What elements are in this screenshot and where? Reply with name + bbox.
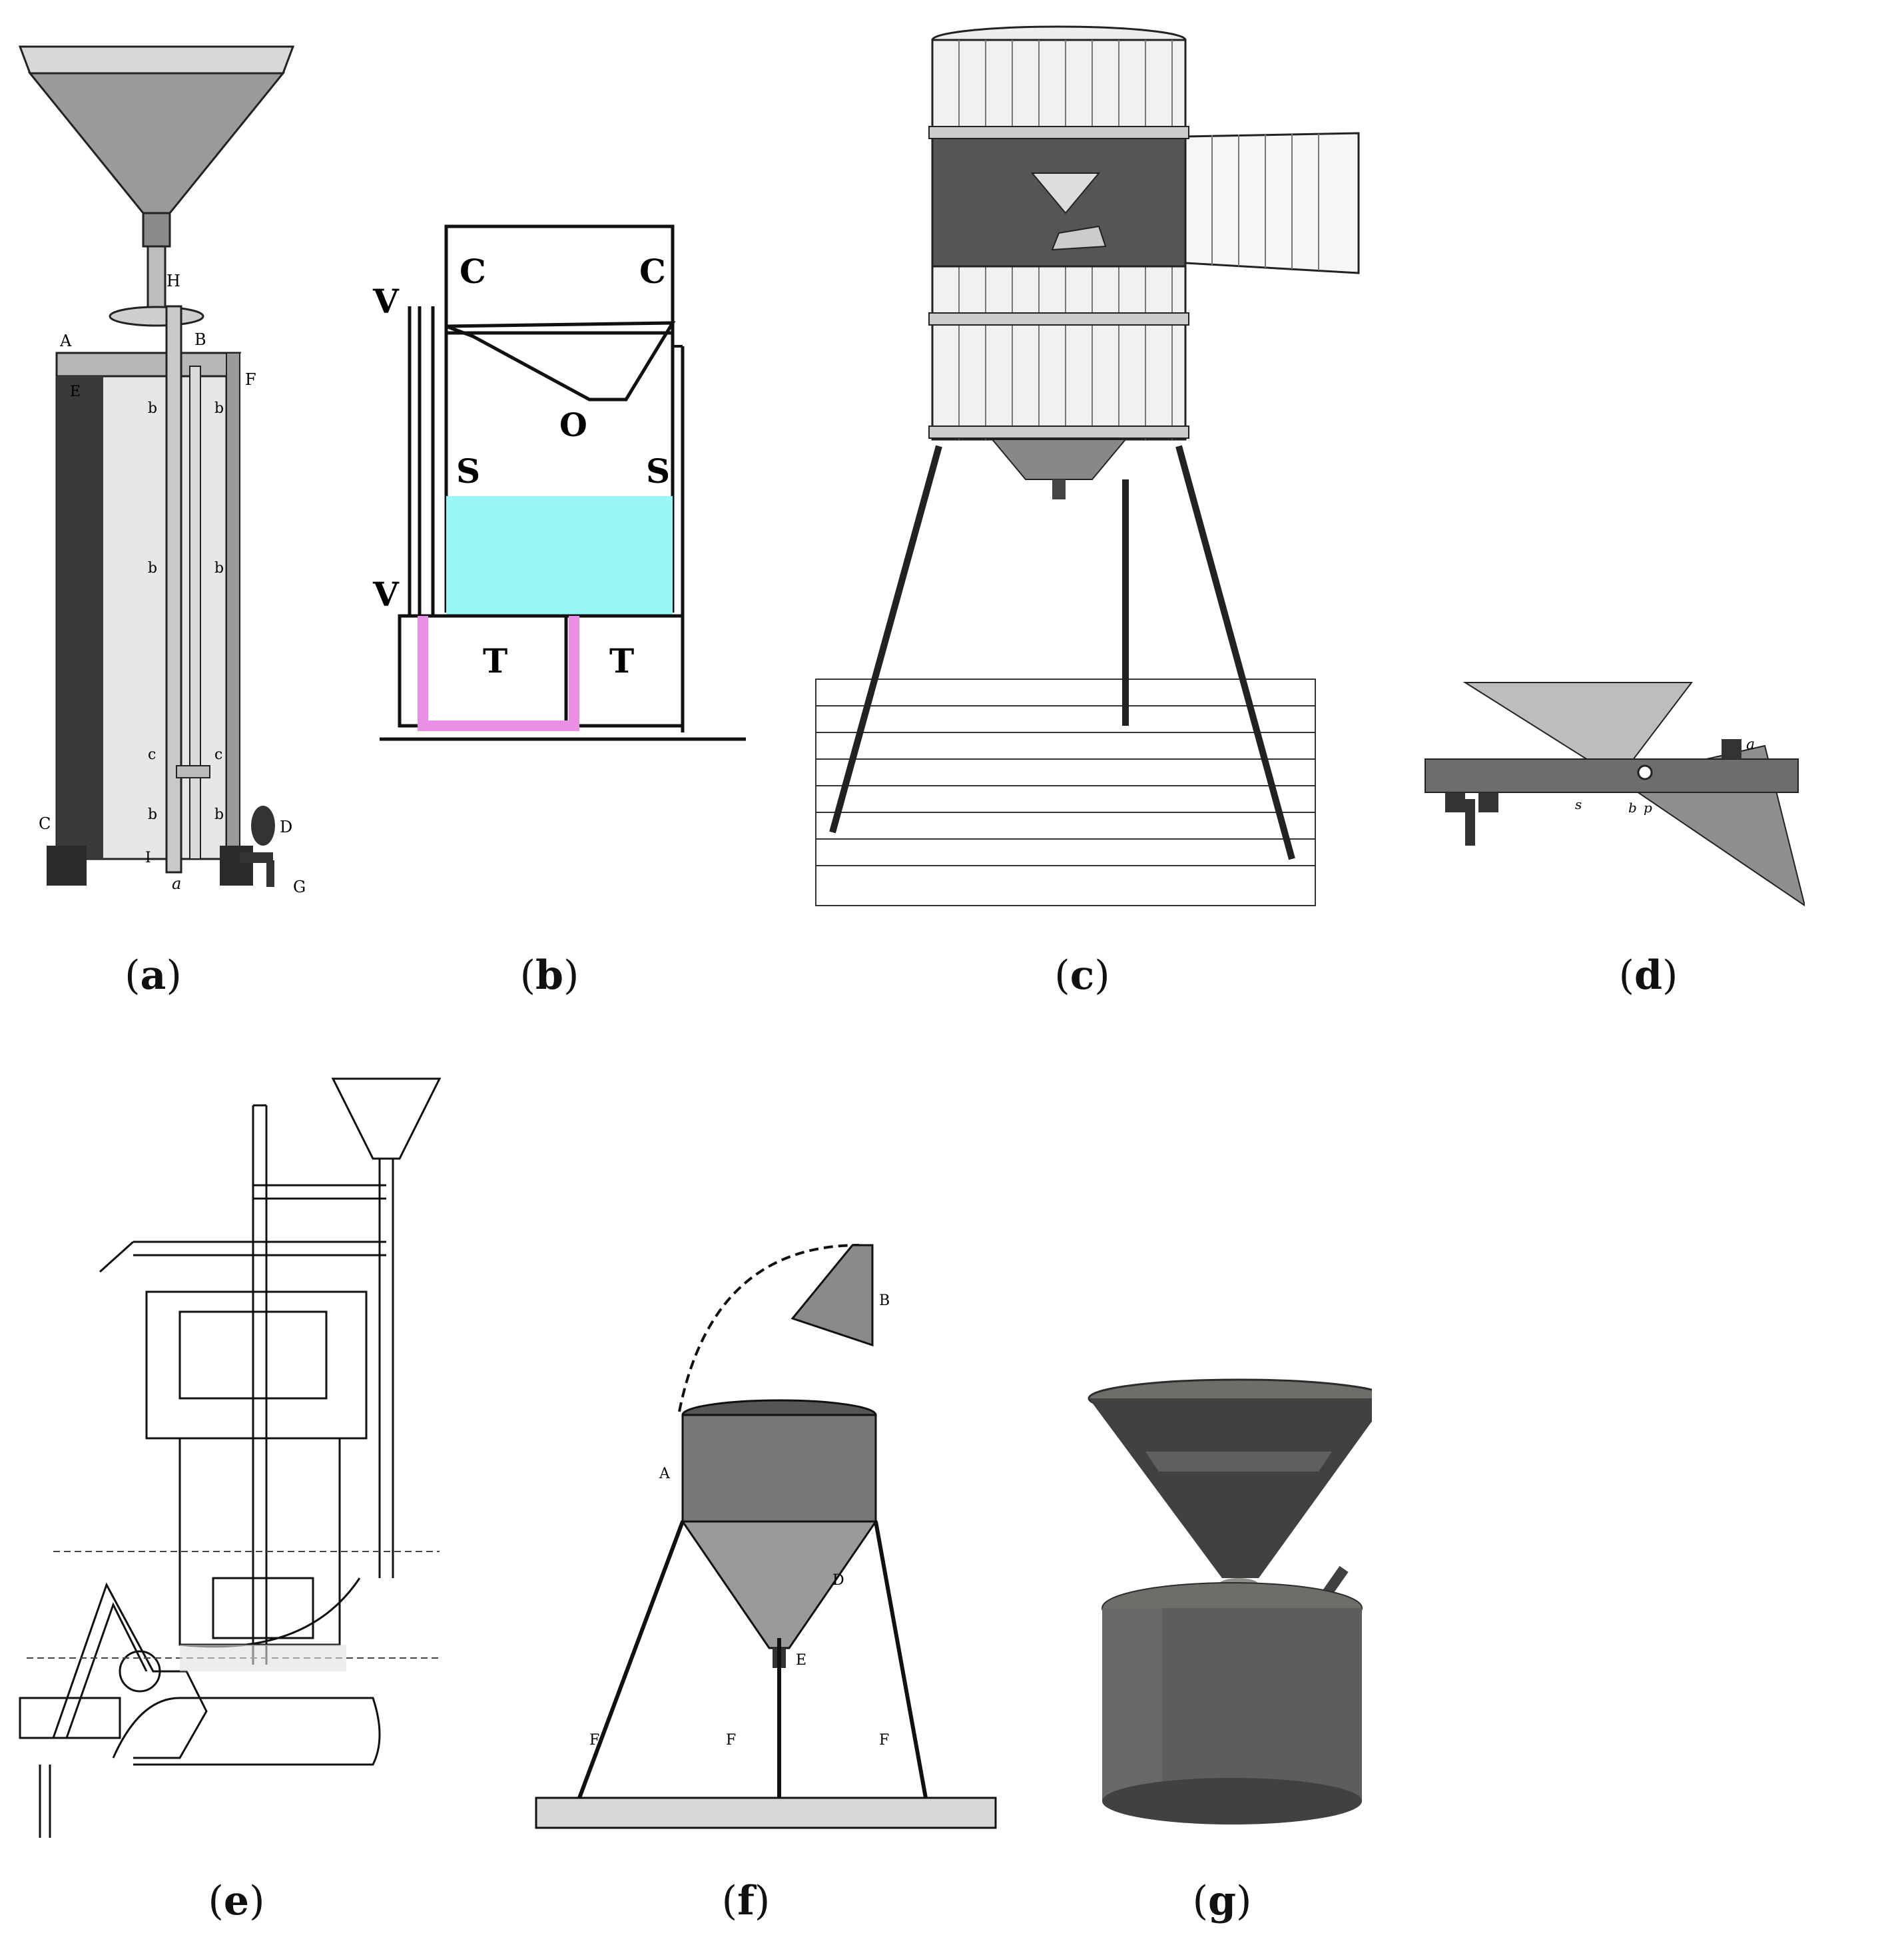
label-F: F <box>245 370 256 389</box>
label-a-lower: a <box>172 874 181 893</box>
caption-d: (d) <box>1618 952 1678 999</box>
water-fill <box>446 496 673 616</box>
label-s: s <box>1575 796 1582 812</box>
connecting-tube <box>418 616 579 731</box>
label-F-left: F <box>589 1732 599 1749</box>
label-p: p <box>1644 800 1652 816</box>
caption-g: (g) <box>1192 1878 1252 1924</box>
panel-d-mechanism-drawing: a s b p <box>1425 682 1805 907</box>
label-b-4: b <box>214 560 224 577</box>
label-B-f: B <box>879 1292 890 1309</box>
label-C-right: C <box>639 252 666 291</box>
label-A-f: A <box>659 1466 671 1482</box>
label-c-2: c <box>214 746 222 763</box>
caption-e: (e) <box>208 1878 265 1924</box>
label-b-1: b <box>148 400 157 417</box>
label-S-left: S <box>456 451 480 491</box>
panel-c-cylinder-gauge-drawing <box>815 25 1360 906</box>
label-F-center: F <box>726 1732 736 1749</box>
label-D-f: D <box>832 1572 844 1589</box>
panel-a-rain-gauge-drawing: A B C D E F G H I a b b b b b b c c <box>18 45 306 896</box>
label-V-bottom: V <box>372 575 400 614</box>
caption-c: (c) <box>1054 952 1110 999</box>
caption-b: (b) <box>519 952 579 999</box>
label-c-1: c <box>148 746 156 763</box>
label-I: I <box>145 850 151 866</box>
label-A: A <box>59 332 72 350</box>
label-T-left: T <box>483 641 507 681</box>
label-C-left: C <box>460 252 486 291</box>
label-b-2: b <box>214 400 224 417</box>
label-b-6: b <box>214 806 224 823</box>
label-E-f: E <box>796 1652 806 1669</box>
label-B: B <box>194 330 206 349</box>
label-b-5: b <box>148 806 157 823</box>
label-H: H <box>166 272 180 290</box>
panel-g-metal-gauge-photo <box>1088 1378 1372 1824</box>
caption-f: (f) <box>721 1878 771 1924</box>
label-a-small: a <box>1746 736 1755 753</box>
label-b-small: b <box>1628 800 1637 816</box>
label-D: D <box>280 818 292 836</box>
label-T-right: T <box>609 641 634 681</box>
panel-e-recording-gauge-drawing <box>19 1077 442 1838</box>
panel-b-schematic: V V C C O S S T T <box>372 224 746 741</box>
label-V-top: V <box>372 282 400 321</box>
panel-f-conical-gauge-drawing: A B D E F F F <box>535 1244 997 1829</box>
label-O: O <box>559 407 587 444</box>
label-b-3: b <box>148 560 157 577</box>
label-E: E <box>70 384 81 400</box>
label-F-right: F <box>879 1732 889 1749</box>
label-S-right: S <box>646 451 670 491</box>
label-C: C <box>39 814 51 833</box>
label-G: G <box>293 878 306 896</box>
caption-a: (a) <box>125 952 182 999</box>
